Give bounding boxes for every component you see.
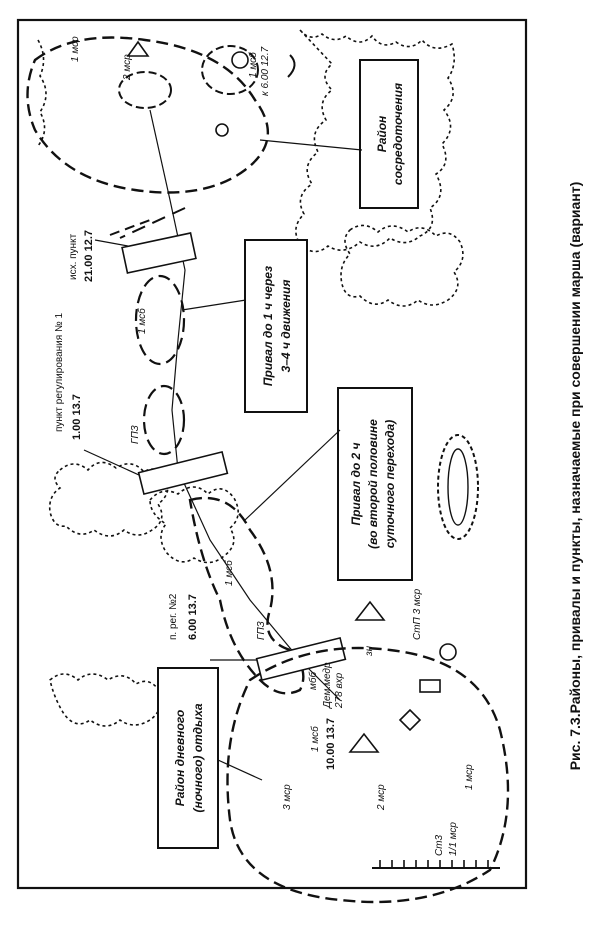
march-column-2 xyxy=(188,496,305,695)
msr-2-area xyxy=(118,71,172,109)
pointer-concentration xyxy=(259,139,363,151)
diamond-marker xyxy=(398,708,422,732)
label-st3: Ст3 xyxy=(434,834,445,856)
box-halt-2h-line-3: суточного перехода) xyxy=(383,420,397,548)
start-point-line xyxy=(109,219,151,236)
spp-triangle-marker xyxy=(354,600,386,621)
start-point-dash xyxy=(119,207,186,239)
label-msr-2-top: 2 мср xyxy=(122,54,133,81)
label-msb-1-mid: 1 мсб xyxy=(223,560,235,586)
traffic-point-2-label: п. рег. №2 xyxy=(168,593,179,640)
label-st3-sub: 1/1 мср xyxy=(448,822,459,856)
label-msr-2-rest: 2 мср xyxy=(376,784,387,811)
forest-outline-center xyxy=(149,486,239,564)
box-concentration-line-1: Район xyxy=(375,115,389,152)
label-msr-1-top: 1 мср xyxy=(70,36,81,62)
box-concentration-area xyxy=(359,59,419,209)
pointer-halt-1h xyxy=(181,299,247,311)
label-msb-1-top: 1 мсб xyxy=(247,52,259,78)
pointer-halt-2h xyxy=(244,429,341,521)
label-gpz-1: ГПЗ xyxy=(130,425,141,444)
concentration-area-boundary xyxy=(26,36,269,194)
traffic-point-1-label: пункт регулирования № 1 xyxy=(54,313,65,432)
march-column-1 xyxy=(134,274,186,366)
box-halt-1h-line-2: 3–4 ч движения xyxy=(279,280,293,373)
vehicle-marker-rest xyxy=(419,679,441,693)
arrow-top xyxy=(287,54,296,78)
forest-edge-northwest xyxy=(37,39,47,147)
box-halt-1h-line-1: Привал до 1 ч через xyxy=(261,266,275,386)
label-zn: зн xyxy=(364,645,375,657)
box-concentration-line-2: сосредоточения xyxy=(391,83,405,185)
day-rest-area-boundary xyxy=(226,646,510,904)
traffic-point-1-time: 1.00 13.7 xyxy=(71,394,83,440)
triangle-marker-top xyxy=(126,40,150,57)
label-msb-1-top-time: к 6.00 12.7 xyxy=(260,46,271,96)
southern-boundary-hatch xyxy=(379,860,489,868)
label-msr-1-rest: 1 мср xyxy=(464,764,475,790)
msb-1-area-top xyxy=(201,45,259,95)
triangle-marker-rest xyxy=(348,732,380,753)
label-msr-3-rest: 3 мср xyxy=(282,784,293,810)
label-msb-1-rest-time: 10.00 13.7 xyxy=(325,718,337,770)
label-dep-leader: Дем.медр xyxy=(322,662,333,709)
lake-outline xyxy=(437,434,479,540)
diagram-frame xyxy=(16,18,528,890)
label-msb-1-march: 1 мсб xyxy=(136,308,148,334)
gpz-column-1 xyxy=(142,384,186,456)
lake-inner xyxy=(447,448,469,526)
label-msb-1-rest: 1 мсб xyxy=(309,726,321,752)
box-halt-1h xyxy=(244,239,308,413)
box-day-rest-area xyxy=(157,667,219,849)
figure-caption: Рис. 7.3.Районы, привалы и пункты, назна… xyxy=(567,182,583,771)
start-point-label: исх. пункт xyxy=(68,233,79,280)
start-point-time: 21.00 12.7 xyxy=(83,230,95,282)
checkpoint-bar-2 xyxy=(137,450,229,496)
forest-outline-west xyxy=(48,461,169,537)
command-post-rest xyxy=(439,643,457,661)
label-bat: мбб xyxy=(307,672,319,690)
label-spp-3msr: СтП 3 мср xyxy=(412,588,423,640)
pointer-day-rest xyxy=(217,759,263,781)
box-day-rest-line-2: (ночного) отдыха xyxy=(191,703,205,812)
med-post-top xyxy=(215,123,229,137)
forest-outline-southwest xyxy=(49,673,162,727)
traffic-point-2-time: 6.00 13.7 xyxy=(187,594,199,640)
box-halt-2h-line-1: Привал до 2 ч xyxy=(349,442,363,525)
checkpoint-bar-1 xyxy=(121,232,197,274)
label-div-278: 278 вхр xyxy=(334,672,345,709)
forest-outline-east xyxy=(340,224,464,307)
command-post-top xyxy=(231,51,249,69)
box-halt-2h xyxy=(337,387,413,581)
label-gpz-2: ГПЗ xyxy=(256,621,267,640)
box-day-rest-line-1: Район дневного xyxy=(173,710,187,807)
box-halt-2h-line-2: (во второй половине xyxy=(366,419,380,549)
